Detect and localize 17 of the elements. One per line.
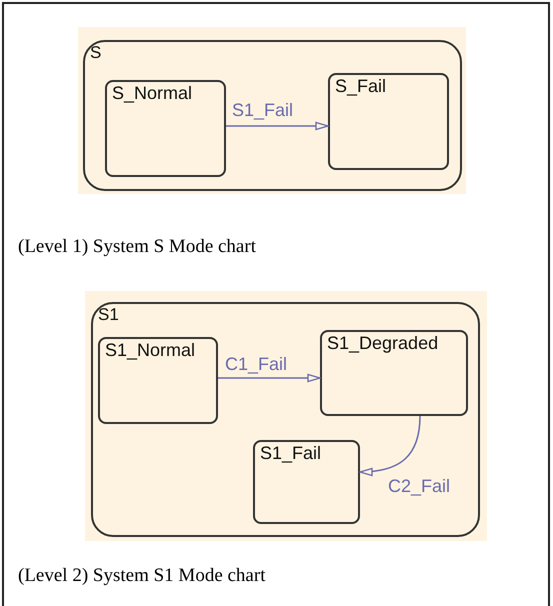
- state-box: [253, 440, 360, 524]
- state-box: [320, 330, 468, 416]
- state-box: [98, 337, 218, 424]
- state-name: S_Normal: [112, 82, 192, 104]
- state-name: S1: [98, 304, 119, 326]
- transition-arrow: [359, 416, 421, 476]
- state-name: S1_Degraded: [327, 332, 438, 354]
- transition-arrow: [226, 122, 329, 130]
- state-name: S1_Normal: [105, 339, 196, 362]
- state-name: S_Fail: [335, 75, 386, 98]
- state-box: [328, 73, 449, 170]
- state-name: S: [90, 42, 102, 64]
- transition-arrow: [218, 374, 321, 382]
- state-box: [105, 80, 226, 177]
- chart-caption: (Level 1) System S Mode chart: [18, 235, 256, 259]
- state-name: S1_Fail: [260, 442, 322, 464]
- chart-caption: (Level 2) System S1 Mode chart: [18, 564, 266, 588]
